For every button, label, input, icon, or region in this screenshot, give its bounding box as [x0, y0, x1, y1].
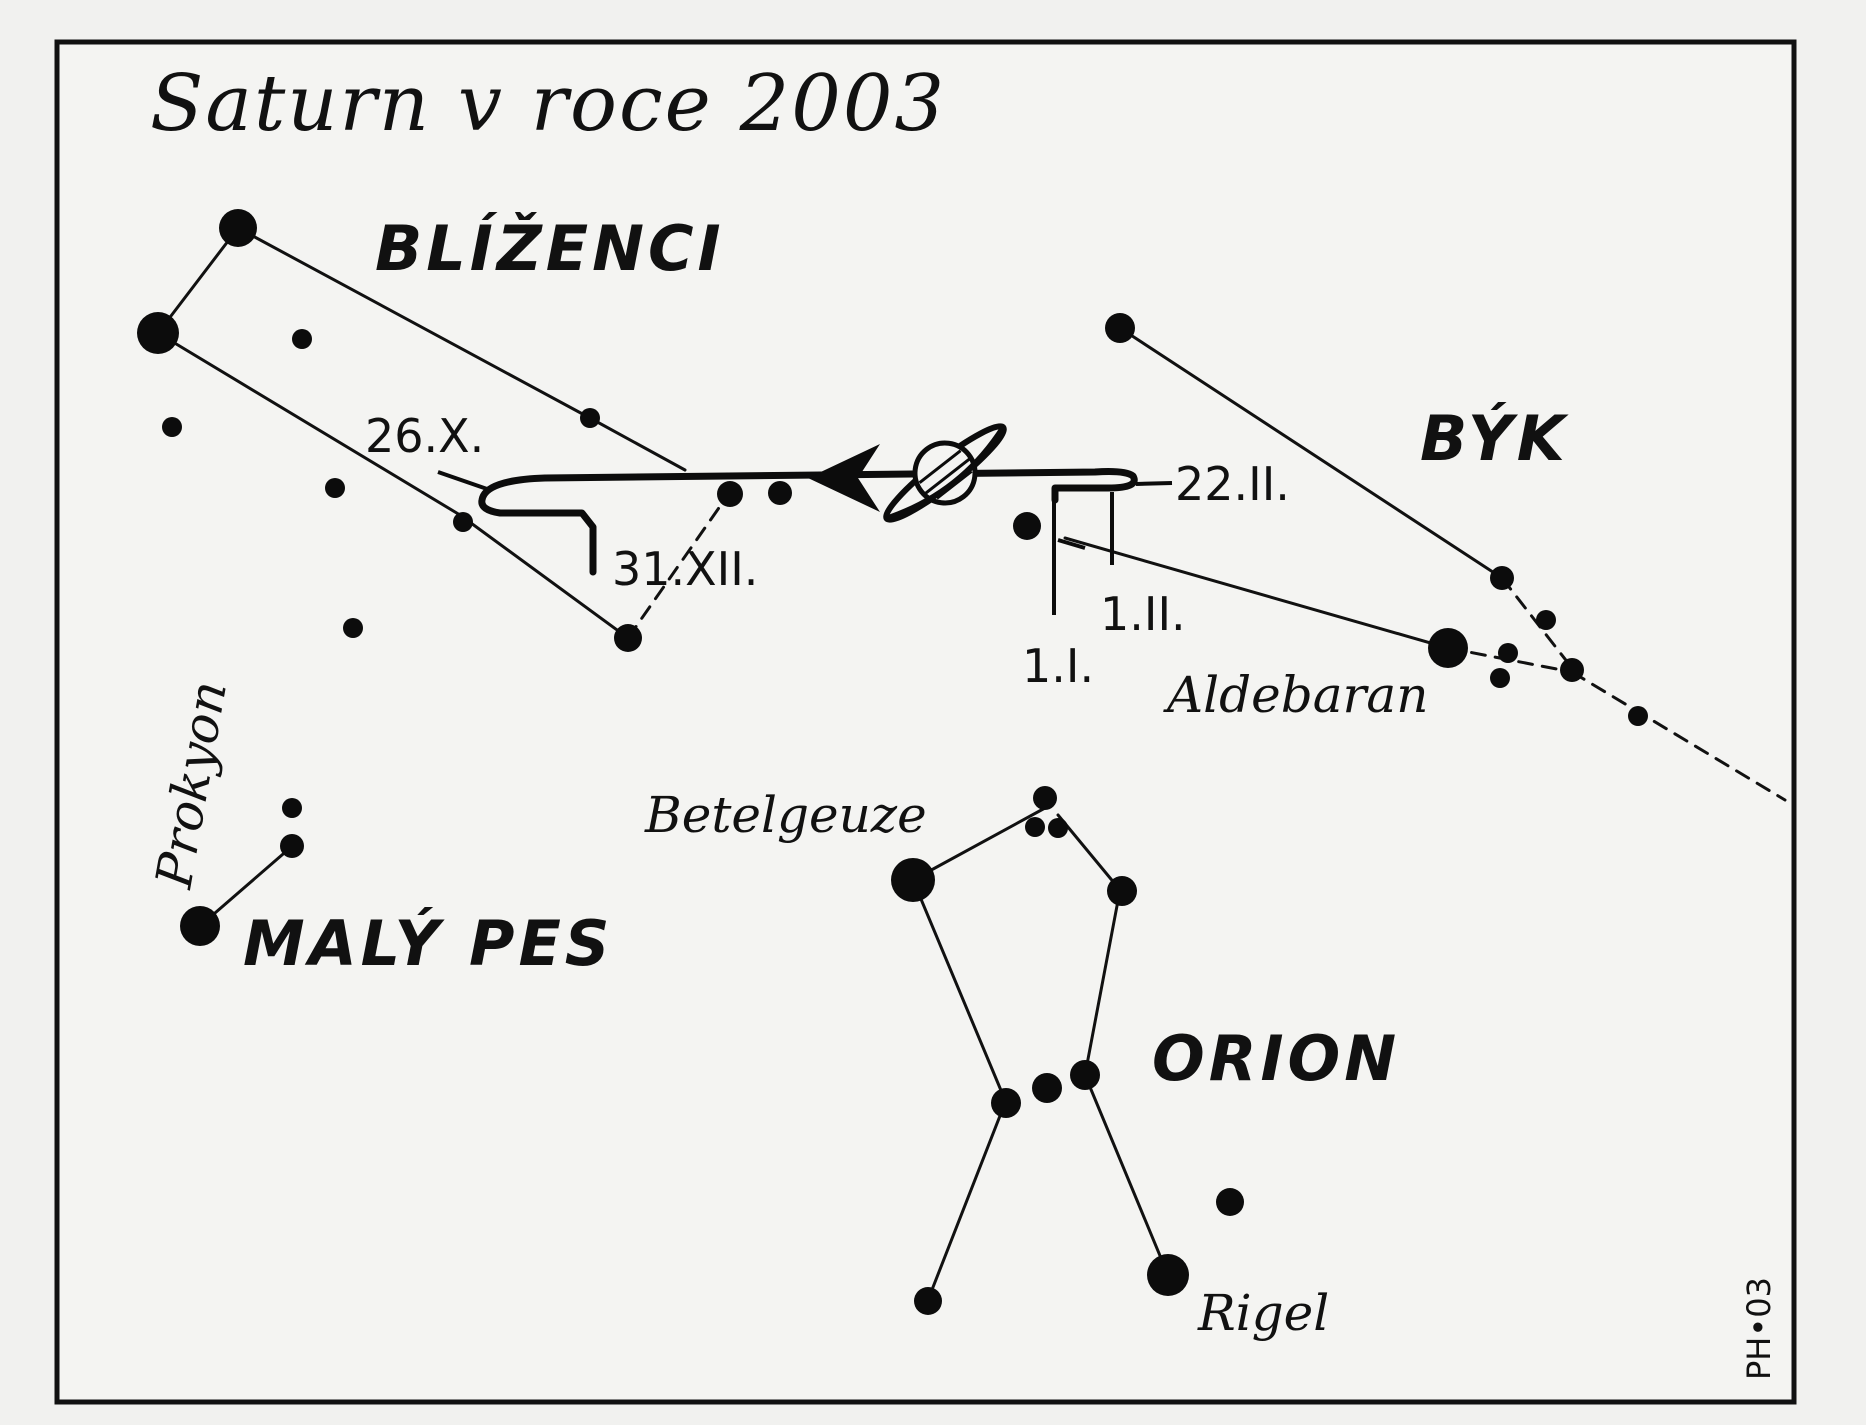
star [1032, 1073, 1062, 1103]
taurus-line [1118, 326, 1504, 580]
star [1498, 643, 1518, 663]
orion-line [1083, 1073, 1170, 1277]
orion-constellation [891, 786, 1244, 1315]
orion-line [1083, 888, 1122, 1077]
star [717, 481, 743, 507]
star [282, 798, 302, 818]
star [325, 478, 345, 498]
star [280, 834, 304, 858]
star [614, 624, 642, 652]
star [137, 312, 179, 354]
star [1536, 610, 1556, 630]
gemini-constellation [137, 209, 792, 652]
star [914, 1287, 942, 1315]
taurus-line [1570, 670, 1787, 802]
date-label-dec: 31.XII. [612, 542, 758, 596]
procyon-star [180, 906, 220, 946]
saturn-path [437, 423, 1173, 615]
gemini-label: BLÍŽENCI [375, 212, 725, 285]
star [1490, 566, 1514, 590]
star [1490, 668, 1510, 688]
star [162, 417, 182, 437]
chart-frame [54, 39, 1797, 1405]
arrow-left-icon [808, 444, 880, 512]
orion-line [911, 878, 1007, 1102]
star [1628, 706, 1648, 726]
star [1428, 628, 1468, 668]
star [219, 209, 257, 247]
saturn-track [478, 468, 1138, 576]
star [1216, 1188, 1244, 1216]
betelgeuse-star [891, 858, 935, 902]
date-label-stationary-feb: 22.II. [1175, 457, 1290, 511]
star [1105, 313, 1135, 343]
star [1033, 786, 1057, 810]
star [1013, 512, 1041, 540]
gemini-line [156, 331, 462, 517]
star [453, 512, 473, 532]
betelgeuse-label: Betelgeuze [644, 786, 927, 844]
leader-line [1135, 481, 1173, 486]
gemini-line [626, 490, 732, 640]
orion-line [926, 1101, 1007, 1302]
saturn-icon [883, 423, 1007, 523]
date-label-oct: 26.X. [365, 409, 484, 463]
rigel-label: Rigel [1197, 1284, 1329, 1342]
author-signature: PH•03 [1740, 1277, 1778, 1380]
taurus-line [1063, 536, 1450, 650]
star [580, 408, 600, 428]
chart-title: Saturn v roce 2003 [150, 59, 946, 149]
canis-minor-constellation [180, 798, 304, 946]
star [1560, 658, 1584, 682]
date-label-jan: 1.I. [1022, 639, 1094, 693]
star [1107, 876, 1137, 906]
star [991, 1088, 1021, 1118]
aldebaran-label: Aldebaran [1163, 666, 1428, 724]
orion-label: ORION [1152, 1022, 1400, 1095]
star [1025, 817, 1045, 837]
orion-line [1056, 813, 1122, 892]
star [768, 481, 792, 505]
orion-line [911, 806, 1047, 882]
gemini-line [458, 513, 630, 640]
gemini-line [236, 226, 592, 420]
rigel-star [1147, 1254, 1189, 1296]
gemini-line [588, 416, 687, 472]
taurus-constellation [1013, 313, 1787, 802]
date-label-feb: 1.II. [1100, 587, 1186, 641]
star [1070, 1060, 1100, 1090]
star [292, 329, 312, 349]
canis-minor-label: MALÝ PES [243, 907, 613, 980]
taurus-label: BÝK [1420, 402, 1569, 475]
gemini-line [156, 226, 240, 335]
leader-line [437, 470, 491, 492]
star [343, 618, 363, 638]
start-marker [1057, 538, 1086, 550]
star [1048, 818, 1068, 838]
